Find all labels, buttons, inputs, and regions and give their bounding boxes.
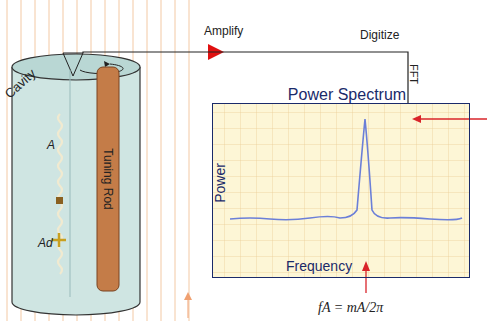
peak-arrow-right	[420, 118, 487, 119]
plot-grid	[213, 104, 469, 277]
spectrum-curve	[230, 119, 462, 220]
cylinder-outline	[10, 52, 142, 318]
photon-wave	[58, 114, 62, 274]
rotation-arrowhead	[104, 61, 110, 67]
rod-body	[97, 67, 119, 291]
peak-arrow-right-head	[412, 115, 421, 123]
magnetic-field	[0, 0, 200, 321]
field-label: A	[47, 138, 55, 152]
axis-title: Frequency	[286, 258, 352, 274]
panel-title: Power Spectrum	[288, 86, 406, 104]
cavity-cylinder: CavityTuning Rod	[10, 52, 142, 318]
plot-area	[213, 104, 469, 277]
frequency-formula: fA = mA/2π	[318, 300, 383, 316]
field-arrow-head	[184, 292, 192, 300]
axis-title: Power	[212, 163, 228, 203]
peak-arrow-up	[365, 270, 366, 293]
dark-photon-mark	[52, 233, 66, 247]
spectrum-panel: Power Spectrum	[212, 88, 470, 278]
axis-rod	[70, 70, 71, 297]
stage-label: Amplify	[204, 24, 243, 38]
panel-frame	[212, 103, 470, 278]
cylinder-body	[12, 67, 140, 315]
antenna	[63, 53, 83, 76]
rod-label: Tuning Rod	[101, 148, 115, 210]
stage-label: Digitize	[360, 28, 399, 42]
tuning-rod: Tuning Rod	[96, 66, 120, 292]
stage-label: FFT	[408, 64, 420, 84]
field-label: Ad	[38, 236, 53, 250]
axion-dot	[56, 197, 63, 204]
peak-arrow-up-head	[362, 261, 370, 271]
